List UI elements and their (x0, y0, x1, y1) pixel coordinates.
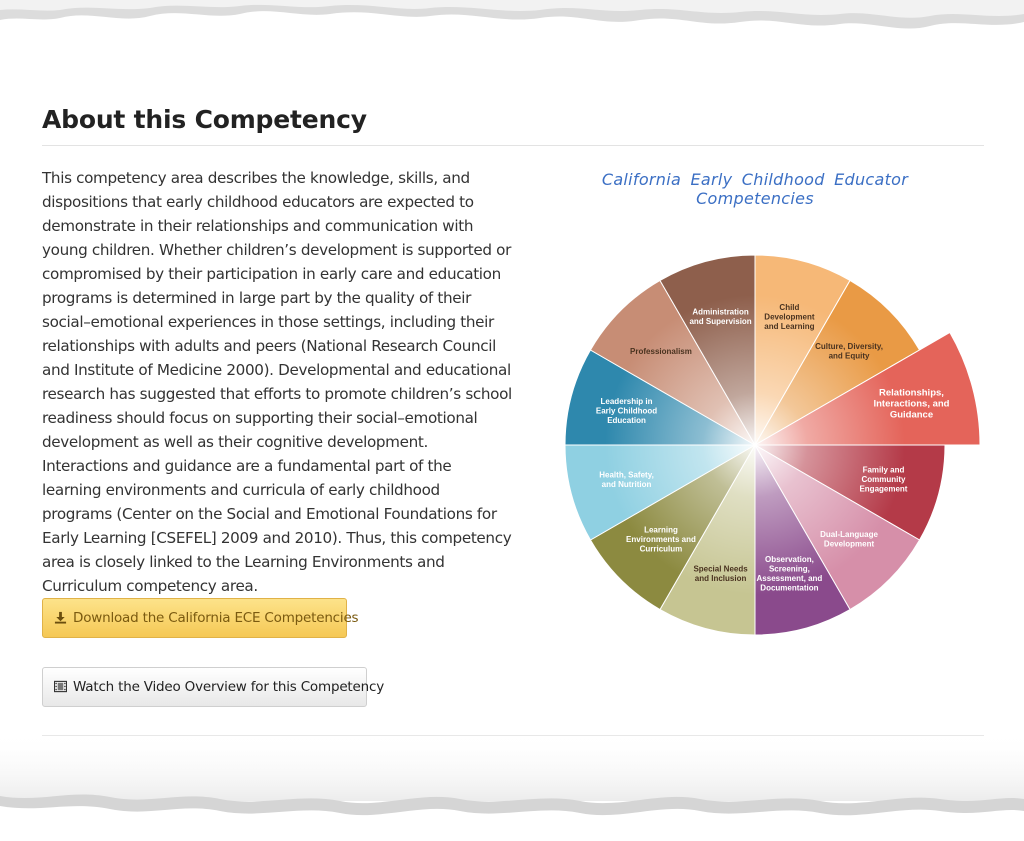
download-competencies-button[interactable]: Download the California ECE Competencies (42, 598, 359, 638)
download-button-label: Download the California ECE Competencies (73, 610, 359, 626)
watch-video-button[interactable]: Watch the Video Overview for this Compet… (42, 667, 384, 707)
torn-paper-bottom-edge (0, 731, 1024, 841)
download-icon (54, 611, 67, 625)
divider-bottom (42, 735, 984, 736)
video-button-label: Watch the Video Overview for this Compet… (73, 679, 384, 695)
wheel-segment-label: Professionalism (630, 347, 692, 356)
competency-description: This competency area describes the knowl… (42, 169, 512, 595)
wheel-center-glow (605, 295, 905, 595)
divider (42, 145, 984, 146)
wheel-segment-label: Health, Safety,and Nutrition (599, 470, 654, 489)
wheel-title: California Early Childhood Educator Comp… (601, 170, 909, 208)
torn-paper-top-edge (0, 0, 1024, 29)
wheel-segment-label: Culture, Diversity,and Equity (815, 342, 883, 361)
film-icon (54, 680, 67, 694)
page-title: About this Competency (42, 105, 367, 134)
